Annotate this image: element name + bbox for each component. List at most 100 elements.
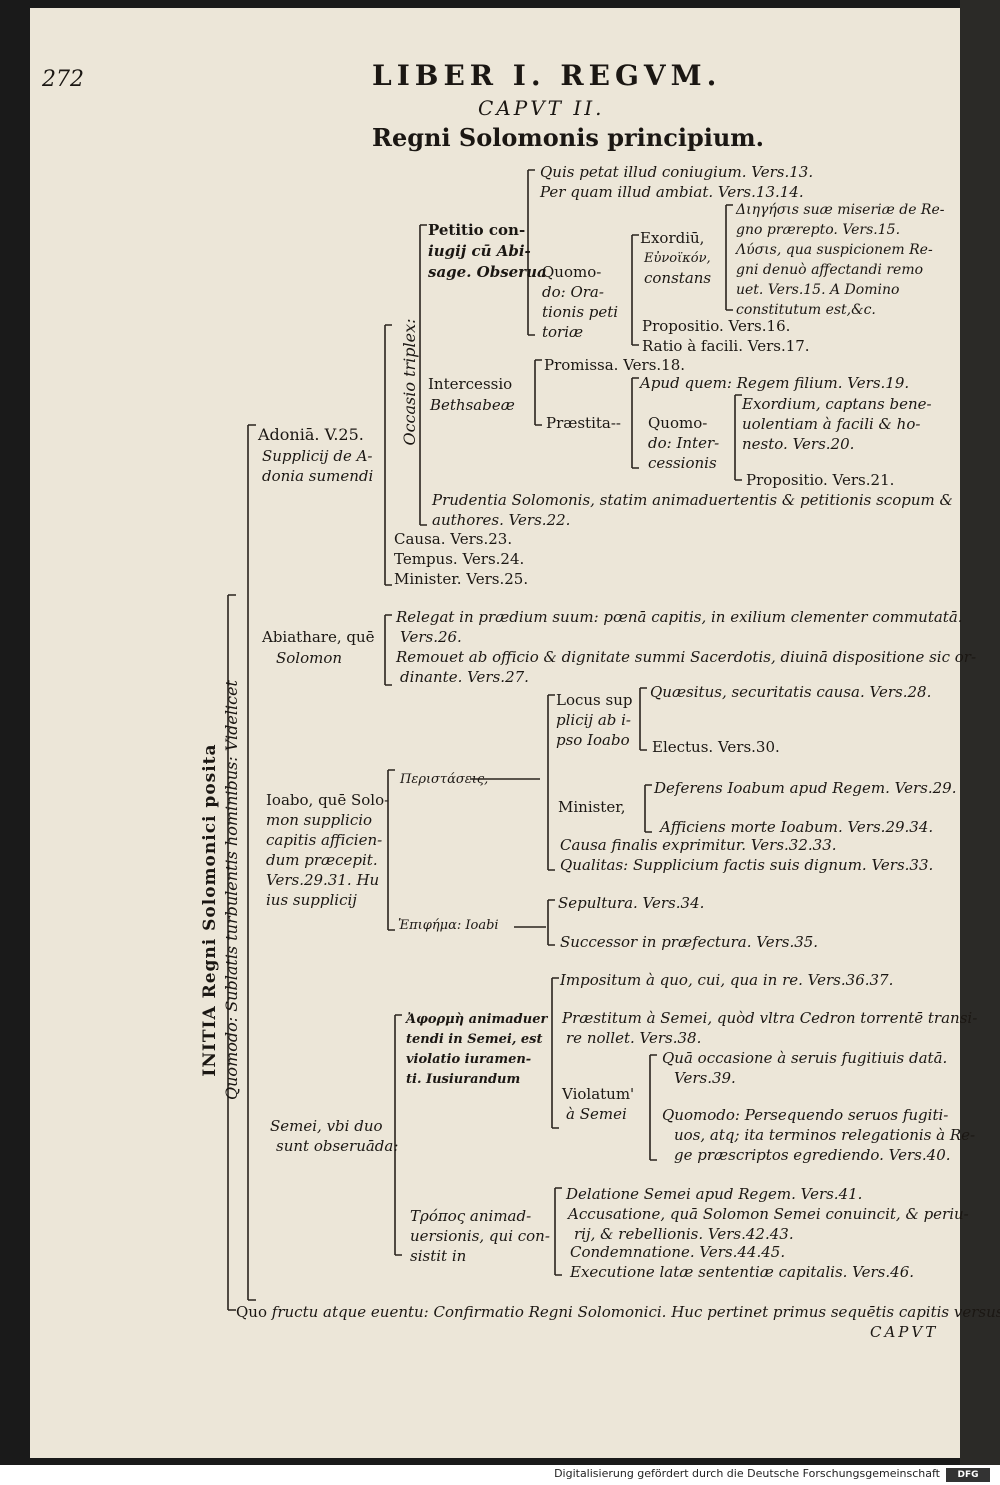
deferens-line: Deferens Ioabum apud Regem. Vers.29. xyxy=(654,779,957,797)
petitio-3: sage. Obserua xyxy=(428,263,547,281)
apud-line: Apud quem: Regem filium. Vers.19. xyxy=(640,374,910,392)
electus-line: Electus. Vers.30. xyxy=(652,738,780,756)
dihegesis-3: Λύσιs, qua suspicionem Re- xyxy=(736,242,933,258)
remouet-2: dinante. Vers.27. xyxy=(400,668,529,686)
per-quam-line: Per quam illud ambiat. Vers.13.14. xyxy=(540,183,804,201)
abiathare-2: Solomon xyxy=(276,649,343,667)
quo-fructu-italic: fructu atque euentu: Confirmatio Regni S… xyxy=(271,1303,1000,1321)
remouet-1: Remouet ab officio & dignitate summi Sac… xyxy=(396,648,977,666)
quomodo-intercessio-1: Quomo- xyxy=(648,414,708,432)
minister-line: Minister. Vers.25. xyxy=(394,570,529,588)
root-label: INITIA Regni Solomonici posita xyxy=(200,743,220,1077)
praestita-line: Præstita-- xyxy=(546,414,621,432)
semei-2: sunt obseruāda: xyxy=(276,1137,399,1155)
adonia-label-2: Supplicij de A- xyxy=(262,447,373,465)
quomodo-oratio-4: toriæ xyxy=(542,323,584,341)
quomodo-oratio-2: do: Ora- xyxy=(542,283,604,301)
quomodo-semei-2: uos, atq; ita terminos relegationis à Re… xyxy=(674,1126,976,1144)
aphorme-2: tendi in Semei, est xyxy=(406,1032,543,1047)
quomodo-intercessio-3: cessionis xyxy=(648,454,717,472)
quaesitus-line: Quæsitus, securitatis causa. Vers.28. xyxy=(650,683,932,701)
page-title: Regni Solomonis principium. xyxy=(372,123,765,152)
ioabo-2: mon supplicio xyxy=(266,811,373,829)
accusatione-1: Accusatione, quā Solomon Semei conuincit… xyxy=(568,1205,969,1223)
dihegesis-4: gni denuò affectandi remo xyxy=(736,262,924,278)
successor-line: Successor in præfectura. Vers.35. xyxy=(560,933,819,951)
abiathare-1: Abiathare, quē xyxy=(262,628,375,646)
aphorme-4: ti. Iusiurandum xyxy=(406,1072,521,1087)
tropos-2: uersionis, qui con- xyxy=(410,1227,550,1245)
dihegesis-2: gno prærepto. Vers.15. xyxy=(736,222,901,238)
promissa-line: Promissa. Vers.18. xyxy=(544,356,686,374)
causa-line: Causa. Vers.23. xyxy=(394,530,513,548)
quo-fructu-line: Quo fructu atque euentu: Confirmatio Reg… xyxy=(236,1302,1000,1322)
locus-3: pso Ioabo xyxy=(556,731,630,749)
relegat-2: Vers.26. xyxy=(400,628,462,646)
relegat-1: Relegat in prædium suum: pœnā capitis, i… xyxy=(396,608,963,626)
petitio-1: Petitio con- xyxy=(428,221,526,239)
ioabo-3: capitis afficien- xyxy=(266,831,383,849)
delatione-line: Delatione Semei apud Regem. Vers.41. xyxy=(566,1185,863,1203)
page-number: 272 xyxy=(42,67,84,92)
ioabo-5: Vers.29.31. Hu xyxy=(266,871,380,889)
ioabo-1: Ioabo, quē Solo- xyxy=(266,791,390,809)
petitio-2: iugij cū Abi- xyxy=(428,242,531,260)
qua-1: Quā occasione à seruis fugitiuis datā. xyxy=(662,1049,948,1067)
quomodo-semei-3: ge præscriptos egrediendo. Vers.40. xyxy=(674,1146,951,1164)
qualitas-line: Qualitas: Supplicium factis suis dignum.… xyxy=(560,856,934,874)
quo-fructu-roman: Quo xyxy=(236,1303,267,1321)
sepultura-line: Sepultura. Vers.34. xyxy=(558,894,705,912)
footer-bar: Digitalisierung gefördert durch die Deut… xyxy=(0,1465,1000,1485)
exordiu-2: Εὐνοϊκόν, xyxy=(644,251,711,266)
ioabo-4: dum præcepit. xyxy=(266,851,378,869)
prudentia-1: Prudentia Solomonis, statim animaduerten… xyxy=(432,491,953,509)
tropos-1: Τρόπος animad- xyxy=(410,1207,532,1225)
propositio-2: Propositio. Vers.21. xyxy=(746,471,895,489)
exordium2-1: Exordium, captans bene- xyxy=(742,395,932,413)
footer-text: Digitalisierung gefördert durch die Deut… xyxy=(554,1467,940,1480)
condemnatione-line: Condemnatione. Vers.44.45. xyxy=(570,1243,786,1261)
locus-2: plicij ab i- xyxy=(556,711,631,729)
praestitum-1: Præstitum à Semei, quòd vltra Cedron tor… xyxy=(562,1009,978,1027)
intercessio-2: Bethsabeæ xyxy=(430,396,515,414)
semei-1: Semei, vbi duo xyxy=(270,1117,383,1135)
ioabo-minister: Minister, xyxy=(558,798,626,816)
book-edge xyxy=(960,0,1000,1470)
aphorme-3: violatio iuramen- xyxy=(406,1052,532,1067)
chapter-heading: CAPVT II. xyxy=(478,96,605,120)
intercessio-1: Intercessio xyxy=(428,375,513,393)
exordiu-1: Exordiū, xyxy=(640,229,705,247)
afficiens-line: Afficiens morte Ioabum. Vers.29.34. xyxy=(660,818,934,836)
praestitum-2: re nollet. Vers.38. xyxy=(566,1029,702,1047)
quomodo-intercessio-2: do: Inter- xyxy=(648,434,720,452)
dihegesis-1: Διηγήσιs suæ miseriæ de Re- xyxy=(736,202,945,218)
quis-line: Quis petat illud coniugium. Vers.13. xyxy=(540,163,814,181)
peristasis-label: Περιστάσεις, xyxy=(400,772,489,787)
adonia-label-1: Adoniā. V.25. xyxy=(258,425,364,444)
tempus-line: Tempus. Vers.24. xyxy=(394,550,525,568)
impositum-line: Impositum à quo, cui, qua in re. Vers.36… xyxy=(560,971,894,989)
occasio-label: Occasio triplex: xyxy=(400,318,419,446)
ioabo-causa: Causa finalis exprimitur. Vers.32.33. xyxy=(560,836,837,854)
violatum-1: Violatum' xyxy=(562,1085,635,1103)
quomodo-semei-1: Quomodo: Persequendo seruos fugiti- xyxy=(662,1106,949,1124)
prudentia-2: authores. Vers.22. xyxy=(432,511,571,529)
locus-1: Locus sup xyxy=(556,691,633,709)
adonia-label-3: donia sumendi xyxy=(262,467,374,485)
epiphema-label: Ἐπιφήμα: Ioabi xyxy=(398,918,499,933)
catchword: CAPVT xyxy=(870,1323,939,1341)
qua-2: Vers.39. xyxy=(674,1069,736,1087)
quomodo-label: Quomodo: Sublatis turbulentis hominibus:… xyxy=(222,680,241,1100)
exordium2-2: uolentiam à facili & ho- xyxy=(742,415,921,433)
tropos-3: sistit in xyxy=(410,1247,467,1265)
ioabo-6: ius supplicij xyxy=(266,891,357,909)
accusatione-2: rij, & rebellionis. Vers.42.43. xyxy=(574,1225,794,1243)
quomodo-oratio-1: Quomo- xyxy=(542,263,602,281)
dihegesis-5: uet. Vers.15. A Domino xyxy=(736,282,900,298)
exordiu-3: constans xyxy=(644,269,712,287)
exordium2-3: nesto. Vers.20. xyxy=(742,435,855,453)
executione-line: Executione latæ sententiæ capitalis. Ver… xyxy=(570,1263,915,1281)
book-page xyxy=(30,8,988,1458)
aphorme-1: Ἀφορμὴ animaduer xyxy=(406,1012,548,1027)
